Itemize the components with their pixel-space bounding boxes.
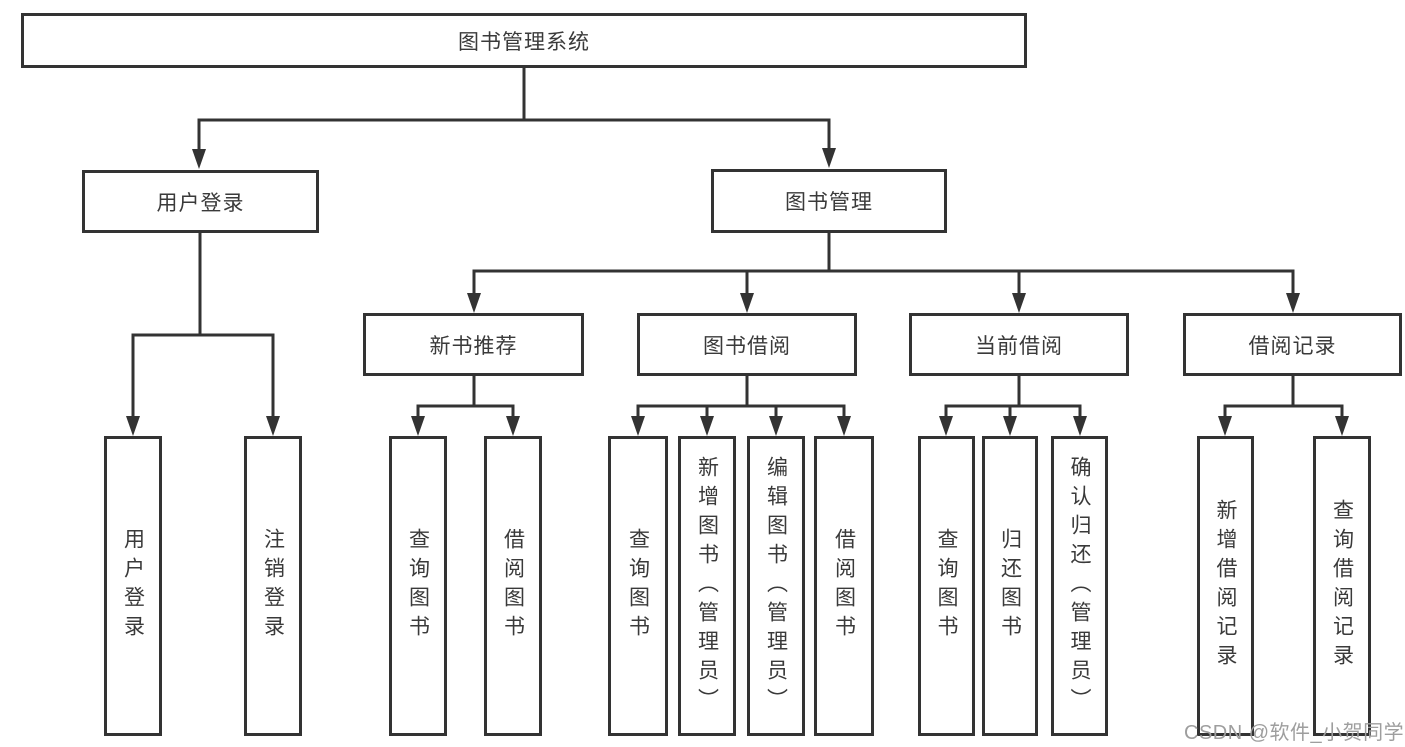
leaf-add-books-label: 新增图书（管理员） [695, 455, 719, 717]
node-borrow-records: 借阅记录 [1183, 313, 1402, 376]
leaf-add-borrow-record-label: 新增借阅记录 [1214, 499, 1237, 673]
leaf-add-borrow-record: 新增借阅记录 [1197, 436, 1254, 736]
leaf-confirm-return: 确认归还（管理员） [1051, 436, 1108, 736]
node-book-borrow-label: 图书借阅 [703, 334, 791, 358]
leaf-query-books-1-label: 查询图书 [406, 528, 430, 644]
leaf-borrow-books-2: 借阅图书 [814, 436, 874, 736]
leaf-logout: 注销登录 [244, 436, 302, 736]
node-book-management-label: 图书管理 [785, 191, 873, 214]
node-user-login-label: 用户登录 [156, 191, 245, 215]
leaf-query-books-2-label: 查询图书 [626, 528, 650, 644]
node-user-login: 用户登录 [82, 170, 319, 233]
node-root: 图书管理系统 [21, 13, 1027, 68]
node-current-borrow: 当前借阅 [909, 313, 1129, 376]
leaf-query-books-3-label: 查询图书 [935, 528, 958, 644]
leaf-borrow-books-1-label: 借阅图书 [501, 528, 525, 644]
leaf-return-books: 归还图书 [982, 436, 1038, 736]
leaf-user-login-label: 用户登录 [121, 528, 145, 644]
leaf-query-books-3: 查询图书 [918, 436, 975, 736]
leaf-borrow-books-1: 借阅图书 [484, 436, 542, 736]
leaf-edit-books: 编辑图书（管理员） [747, 436, 805, 736]
leaf-query-borrow-record-label: 查询借阅记录 [1330, 499, 1354, 673]
node-new-book-recommend: 新书推荐 [363, 313, 584, 376]
leaf-confirm-return-label: 确认归还（管理员） [1068, 455, 1091, 717]
node-root-label: 图书管理系统 [458, 30, 590, 54]
csdn-watermark: CSDN @软件_小贺同学 [1184, 722, 1405, 744]
node-new-book-recommend-label: 新书推荐 [429, 334, 518, 358]
arrowheads [126, 148, 1349, 436]
node-borrow-records-label: 借阅记录 [1248, 334, 1337, 358]
node-current-borrow-label: 当前借阅 [975, 334, 1063, 358]
leaf-query-books-1: 查询图书 [389, 436, 447, 736]
node-book-borrow: 图书借阅 [637, 313, 857, 376]
leaf-user-login: 用户登录 [104, 436, 162, 736]
leaf-query-books-2: 查询图书 [608, 436, 668, 736]
leaf-edit-books-label: 编辑图书（管理员） [764, 455, 788, 717]
leaf-borrow-books-2-label: 借阅图书 [832, 528, 856, 644]
leaf-return-books-label: 归还图书 [998, 528, 1022, 644]
leaf-add-books: 新增图书（管理员） [678, 436, 736, 736]
leaf-logout-label: 注销登录 [261, 528, 285, 644]
node-book-management: 图书管理 [711, 169, 947, 233]
leaf-query-borrow-record: 查询借阅记录 [1313, 436, 1371, 736]
